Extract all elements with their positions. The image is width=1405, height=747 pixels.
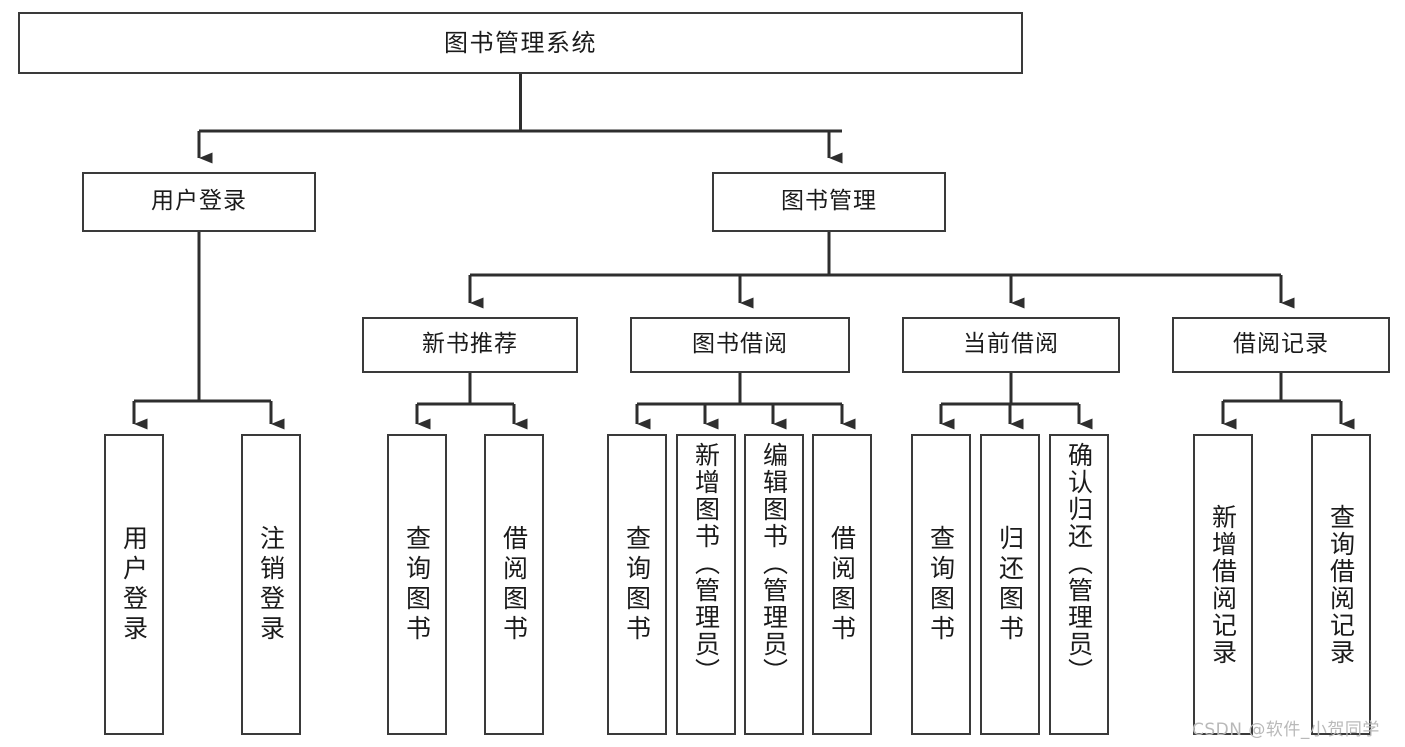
- leaf-query-book-recommend[interactable]: 查询图书: [387, 434, 447, 735]
- leaf-add-book-admin[interactable]: 新增图书（管理员）: [676, 434, 736, 735]
- leaf-borrow-book-recommend[interactable]: 借阅图书: [484, 434, 544, 735]
- node-borrow-record[interactable]: 借阅记录: [1172, 317, 1390, 373]
- leaf-query-book-current[interactable]: 查询图书: [911, 434, 971, 735]
- leaf-borrow-book-borrow[interactable]: 借阅图书: [812, 434, 872, 735]
- leaf-query-borrow-record[interactable]: 查询借阅记录: [1311, 434, 1371, 735]
- leaf-user-login[interactable]: 用户登录: [104, 434, 164, 735]
- node-book-manage[interactable]: 图书管理: [712, 172, 946, 232]
- node-label: 归还图书: [995, 524, 1025, 645]
- csdn-watermark: CSDN @软件_小贺同学: [1192, 720, 1380, 740]
- node-current-borrow[interactable]: 当前借阅: [902, 317, 1120, 373]
- node-label: 查询图书: [926, 524, 956, 645]
- node-label: 借阅记录: [1233, 331, 1329, 358]
- node-label: 查询借阅记录: [1326, 503, 1356, 666]
- leaf-add-borrow-record[interactable]: 新增借阅记录: [1193, 434, 1253, 735]
- node-label: 用户登录: [119, 524, 149, 645]
- node-label: 图书管理: [781, 188, 877, 215]
- node-label: 新书推荐: [422, 331, 518, 358]
- node-user-login[interactable]: 用户登录: [82, 172, 316, 232]
- leaf-confirm-return-admin[interactable]: 确认归还（管理员）: [1049, 434, 1109, 735]
- leaf-query-book-borrow[interactable]: 查询图书: [607, 434, 667, 735]
- node-book-management-system[interactable]: 图书管理系统: [18, 12, 1023, 74]
- node-label: 借阅图书: [499, 524, 529, 645]
- node-label: 图书管理系统: [444, 28, 597, 57]
- node-label: 用户登录: [151, 188, 247, 215]
- node-label: 查询图书: [402, 524, 432, 645]
- node-label: 编辑图书（管理员）: [759, 442, 789, 685]
- leaf-edit-book-admin[interactable]: 编辑图书（管理员）: [744, 434, 804, 735]
- leaf-return-book[interactable]: 归还图书: [980, 434, 1040, 735]
- node-label: 查询图书: [622, 524, 652, 645]
- node-new-book-recommend[interactable]: 新书推荐: [362, 317, 578, 373]
- node-label: 当前借阅: [963, 331, 1059, 358]
- node-label: 确认归还（管理员）: [1064, 442, 1094, 685]
- node-label: 图书借阅: [692, 331, 788, 358]
- node-label: 新增借阅记录: [1208, 503, 1238, 666]
- node-label: 注销登录: [256, 524, 286, 645]
- node-label: 借阅图书: [827, 524, 857, 645]
- node-book-borrow[interactable]: 图书借阅: [630, 317, 850, 373]
- leaf-logout-login[interactable]: 注销登录: [241, 434, 301, 735]
- node-label: 新增图书（管理员）: [691, 442, 721, 685]
